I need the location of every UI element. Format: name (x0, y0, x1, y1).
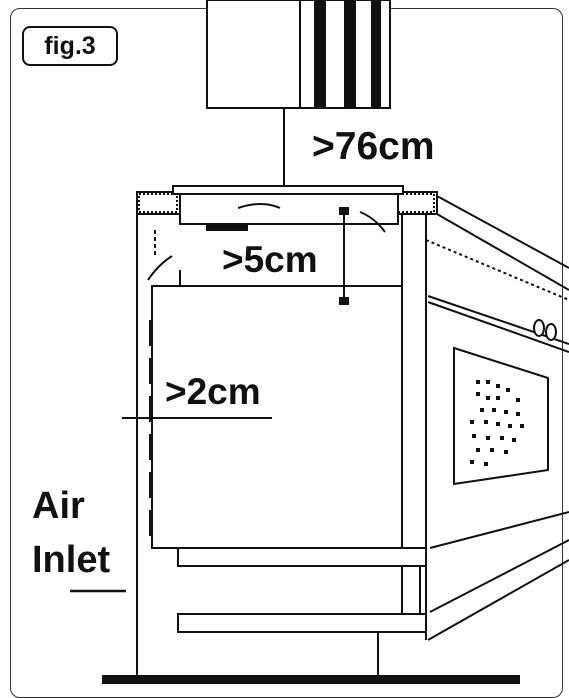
air-inlet-label-line1: Air (32, 485, 85, 527)
top-clearance-label: >5cm (222, 239, 318, 280)
cooktop (172, 185, 404, 233)
side-clearance-label: >2cm (165, 371, 261, 412)
oven-body (425, 195, 569, 641)
installation-diagram: >76cm >5cm >2cm Air Inlet (32, 0, 569, 684)
hood-clearance-label: >76cm (312, 125, 435, 168)
control-knobs (533, 319, 557, 341)
range-hood (206, 0, 391, 109)
oven-window (453, 346, 549, 486)
figure-label: fig.3 (22, 26, 118, 66)
air-inlet-label-line2: Inlet (32, 539, 110, 581)
lower-drawers (177, 547, 427, 676)
cabinet (136, 214, 403, 676)
floor (102, 675, 520, 684)
